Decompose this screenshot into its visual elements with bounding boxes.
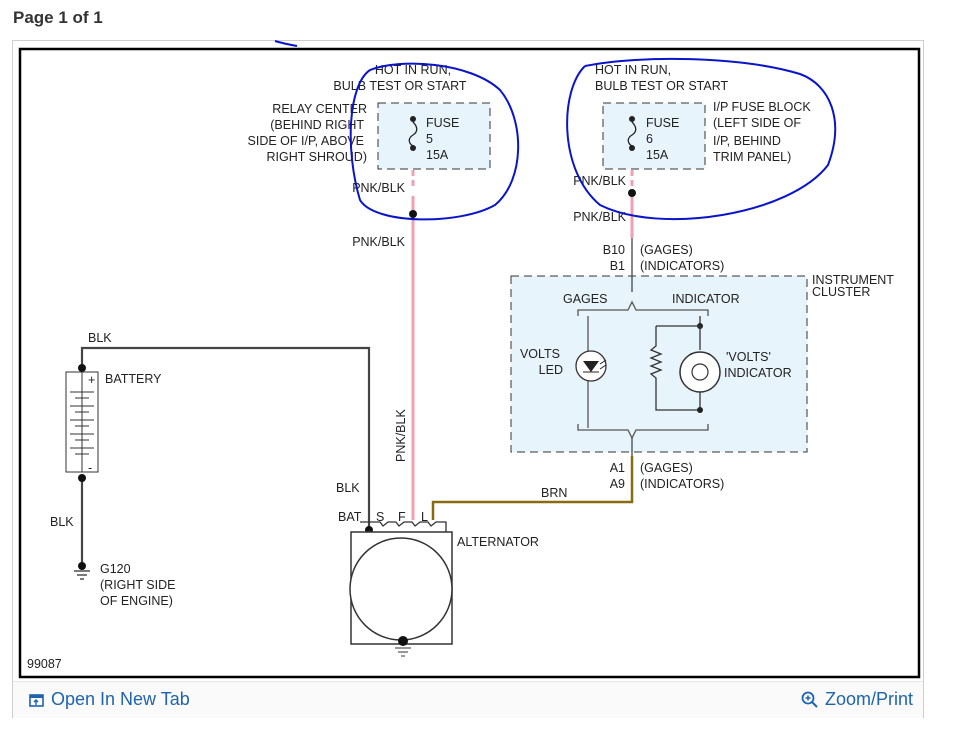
blk-label-left: BLK (50, 515, 74, 529)
gages-paren-top: (GAGES) (640, 243, 693, 257)
relay-center-2: (BEHIND RIGHT (270, 118, 364, 132)
ground-symbol-g120 (74, 570, 90, 580)
battery-plus: + (88, 373, 95, 387)
battery-label: BATTERY (105, 372, 162, 386)
diagram-id: 99087 (27, 657, 62, 671)
brn-label: BRN (541, 486, 567, 500)
hot-left-2: BULB TEST OR START (333, 79, 467, 93)
fuse5-symbol (408, 116, 418, 151)
instrument-cluster-box (510, 275, 808, 453)
relay-center-3: SIDE OF I/P, ABOVE (248, 134, 364, 148)
blk-label-alt: BLK (336, 481, 360, 495)
g120-3: OF ENGINE) (100, 594, 173, 608)
fuse6-number: 6 (646, 132, 653, 146)
relay-center-1: RELAY CENTER (272, 102, 367, 116)
b1-label: B1 (610, 259, 625, 273)
b10-label: B10 (603, 243, 625, 257)
brown-wire (431, 456, 634, 520)
hot-right-2: BULB TEST OR START (595, 79, 729, 93)
pnk-blk-label-2: PNK/BLK (352, 235, 405, 249)
volts-indicator-2: INDICATOR (724, 366, 792, 380)
indicators-paren-top: (INDICATORS) (640, 259, 724, 273)
battery-minus: - (88, 461, 92, 475)
gages-paren-bottom: (GAGES) (640, 461, 693, 475)
fuse5-box (377, 102, 491, 170)
pnk-blk-label-3: PNK/BLK (573, 174, 626, 188)
a9-label: A9 (610, 477, 625, 491)
ip-fuse-block-1: I/P FUSE BLOCK (713, 100, 811, 114)
gages-label: GAGES (563, 292, 607, 306)
g120-1: G120 (100, 562, 131, 576)
ip-fuse-block-2: (LEFT SIDE OF (713, 116, 801, 130)
annotation-circle-left (349, 62, 520, 221)
blk-label-top: BLK (88, 331, 112, 345)
ip-fuse-block-3: I/P, BEHIND (713, 134, 781, 148)
page-indicator: Page 1 of 1 (13, 8, 103, 27)
open-new-tab-label: Open In New Tab (51, 689, 190, 709)
fuse6-box (602, 102, 706, 170)
zoom-print-link[interactable]: Zoom/Print (801, 689, 913, 710)
annotation-tick (274, 40, 298, 47)
ip-fuse-block-4: TRIM PANEL) (713, 150, 791, 164)
blk-wire-battery-alt (80, 346, 371, 530)
alternator-label: ALTERNATOR (457, 535, 539, 549)
pnk-blk-vertical: PNK/BLK (394, 409, 408, 462)
relay-center-4: RIGHT SHROUD) (267, 150, 367, 164)
bat-label: BAT (338, 510, 362, 524)
pnk-blk-label-4: PNK/BLK (573, 210, 626, 224)
cluster-top-brace (577, 300, 709, 316)
fuse6-symbol (627, 116, 637, 151)
pnk-blk-label-1: PNK/BLK (352, 181, 405, 195)
a1-label: A1 (610, 461, 625, 475)
cluster-label-2: CLUSTER (812, 285, 870, 299)
zoom-icon (801, 691, 818, 708)
l-terminal-label: L (421, 510, 428, 524)
indicators-paren-bottom: (INDICATORS) (640, 477, 724, 491)
volts-indicator-1: 'VOLTS' (726, 350, 771, 364)
g120-2: (RIGHT SIDE (100, 578, 175, 592)
f-terminal-label: F (398, 510, 406, 524)
zoom-print-label: Zoom/Print (824, 689, 913, 709)
s-terminal-label: S (376, 510, 384, 524)
fuse6-rating: 15A (646, 148, 669, 162)
cluster-label-1: INSTRUMENT (812, 273, 894, 287)
battery-symbol (65, 371, 99, 473)
volts-led-2: LED (539, 363, 563, 377)
open-new-tab-link[interactable]: Open In New Tab (29, 689, 190, 710)
footer-bar: Open In New Tab Zoom/Print (13, 681, 923, 718)
volts-led-1: VOLTS (520, 347, 560, 361)
fuse5-rating: 15A (426, 148, 449, 162)
alternator-symbol (349, 521, 453, 657)
annotation-circle-right (566, 57, 837, 221)
hot-right-1: HOT IN RUN, (595, 63, 671, 77)
open-tab-icon (29, 693, 44, 707)
volts-indicator-lamp (679, 351, 721, 393)
fuse5-name: FUSE (426, 116, 459, 130)
fuse5-number: 5 (426, 132, 433, 146)
fuse6-name: FUSE (646, 116, 679, 130)
hot-left-1: HOT IN RUN, (375, 63, 451, 77)
indicator-label: INDICATOR (672, 292, 740, 306)
